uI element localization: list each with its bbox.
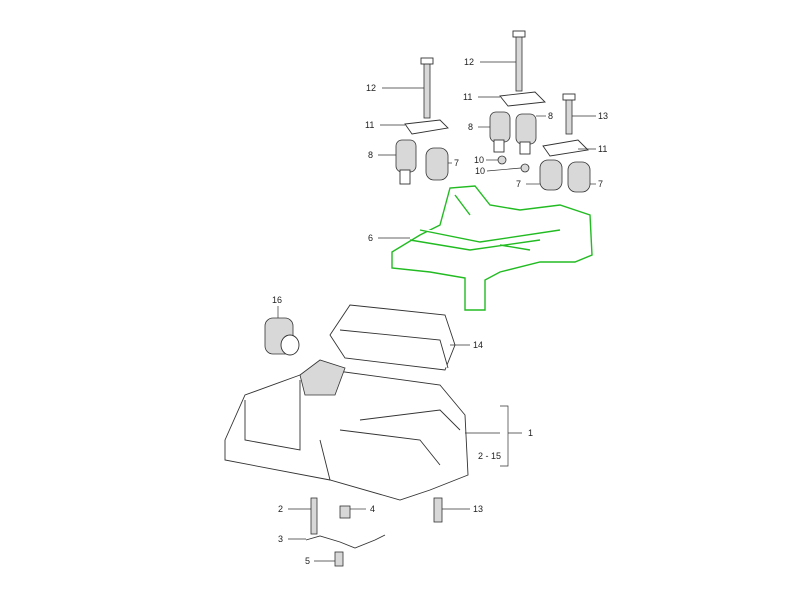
callout-8-left: 8: [368, 150, 373, 160]
bolt-13-top[interactable]: [562, 93, 576, 135]
clamp-11-left[interactable]: [404, 119, 449, 135]
bolt-12-right[interactable]: [512, 30, 526, 92]
callout-11-left: 11: [365, 120, 374, 130]
screw-5[interactable]: [334, 551, 344, 567]
bolt-13-bottom[interactable]: [433, 497, 443, 523]
clamp-11-right[interactable]: [542, 139, 589, 157]
callout-11-mid: 11: [463, 92, 472, 102]
callout-16: 16: [272, 295, 282, 305]
plug-16[interactable]: [264, 317, 300, 356]
solenoid-8-right[interactable]: [515, 113, 537, 155]
solenoid-7-right[interactable]: [567, 161, 591, 193]
callout-6: 6: [368, 233, 373, 243]
callout-4: 4: [370, 504, 375, 514]
callout-10-a: 10: [474, 155, 484, 165]
callout-2-15: 2 - 15: [478, 451, 501, 461]
nut-10-b[interactable]: [520, 163, 530, 173]
solenoid-8-mid[interactable]: [489, 111, 511, 153]
callout-2: 2: [278, 504, 283, 514]
callout-11-right: 11: [598, 144, 607, 154]
callout-1: 1: [528, 428, 533, 438]
callout-14: 14: [473, 340, 483, 350]
callout-5: 5: [305, 556, 310, 566]
callout-8-mid: 8: [468, 122, 473, 132]
callout-8-right: 8: [548, 111, 553, 121]
callout-12-left: 12: [366, 83, 376, 93]
callout-13-top: 13: [598, 111, 608, 121]
callout-7-mid: 7: [516, 179, 521, 189]
bolt-12-left[interactable]: [420, 57, 434, 119]
solenoid-7-left[interactable]: [425, 147, 449, 181]
clamp-11-mid[interactable]: [499, 91, 546, 107]
solenoid-8-left[interactable]: [395, 139, 417, 185]
valve-body-1[interactable]: [224, 359, 469, 501]
callout-13-bottom: 13: [473, 504, 483, 514]
callout-10-b: 10: [475, 166, 485, 176]
callout-7-left: 7: [454, 158, 459, 168]
cover-14[interactable]: [329, 304, 456, 371]
housing-6[interactable]: [391, 185, 593, 311]
callout-12-right: 12: [464, 57, 474, 67]
callout-7-right: 7: [598, 179, 603, 189]
solenoid-7-mid[interactable]: [539, 159, 563, 191]
nut-10-a[interactable]: [497, 155, 507, 165]
callout-3: 3: [278, 534, 283, 544]
pin-2[interactable]: [310, 497, 318, 535]
leader-lines: [277, 61, 596, 562]
screw-4[interactable]: [339, 505, 351, 519]
lever-3[interactable]: [305, 534, 386, 549]
